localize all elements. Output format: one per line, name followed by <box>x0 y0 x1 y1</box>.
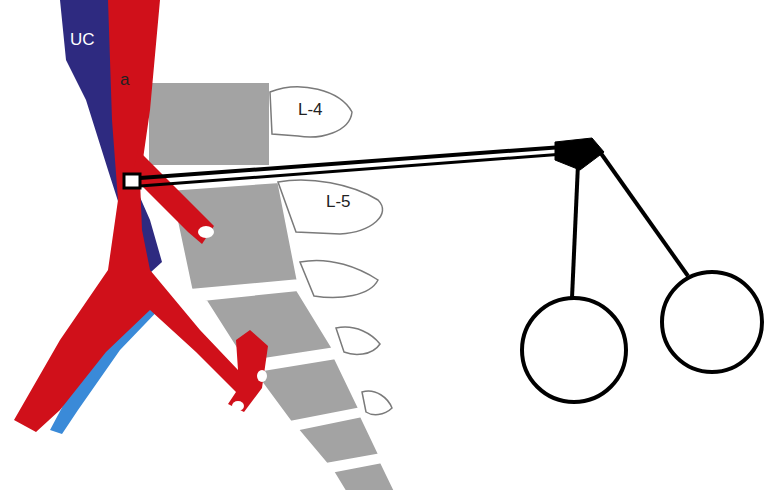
anatomy-label: a <box>120 70 129 90</box>
anatomy-label: L-5 <box>326 192 351 212</box>
vessel-lumen <box>232 401 244 411</box>
transverse-processes <box>270 87 392 415</box>
clamp-instrument <box>124 138 762 402</box>
vertebra-bodies <box>146 80 398 493</box>
vessel-lumen <box>198 226 214 238</box>
aorta <box>14 0 268 432</box>
anatomy-label: L-4 <box>298 100 323 120</box>
anatomy-label: UC <box>70 30 95 50</box>
vessel-lumen <box>257 370 267 382</box>
lumbar-artery <box>132 150 214 244</box>
